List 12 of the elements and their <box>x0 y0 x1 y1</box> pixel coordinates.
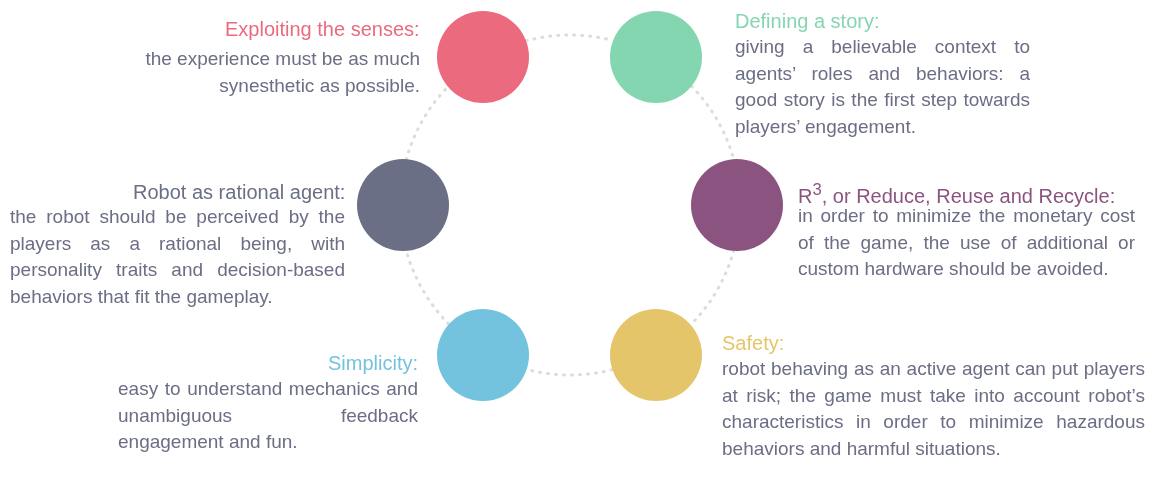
principle-heading: Simplicity: <box>328 351 418 376</box>
principle-heading: Safety: <box>722 331 785 356</box>
principle-description: the experience must be as much synesthetic as possible. <box>144 47 420 98</box>
dotted-connector <box>404 85 450 162</box>
principle-heading: R$^{3}$, or Reduce, Reuse and Recycle: <box>798 179 1116 209</box>
principle-description: robot behaving as an active agent can put players at risk; the game must take into account robot’s characteristics in order to minimize hazardous behaviors and harmful situations. <box>722 357 1145 461</box>
principle-description: easy to understand mechanics and unambiguous feedback engagement and fun. <box>118 377 418 454</box>
principle-description: the robot should be perceived by the players as a rational being, with personality traits and decision-based behaviors that fit the gameplay. <box>10 205 345 309</box>
principle-heading: Exploiting the senses: <box>225 17 420 42</box>
principle-heading: Defining a story: <box>735 9 880 34</box>
principle-heading: Robot as rational agent: <box>133 180 346 205</box>
principle-description: giving a believable context to agents’ roles and behaviors: a good story is the first step towards players’ engagement. <box>735 35 1030 139</box>
